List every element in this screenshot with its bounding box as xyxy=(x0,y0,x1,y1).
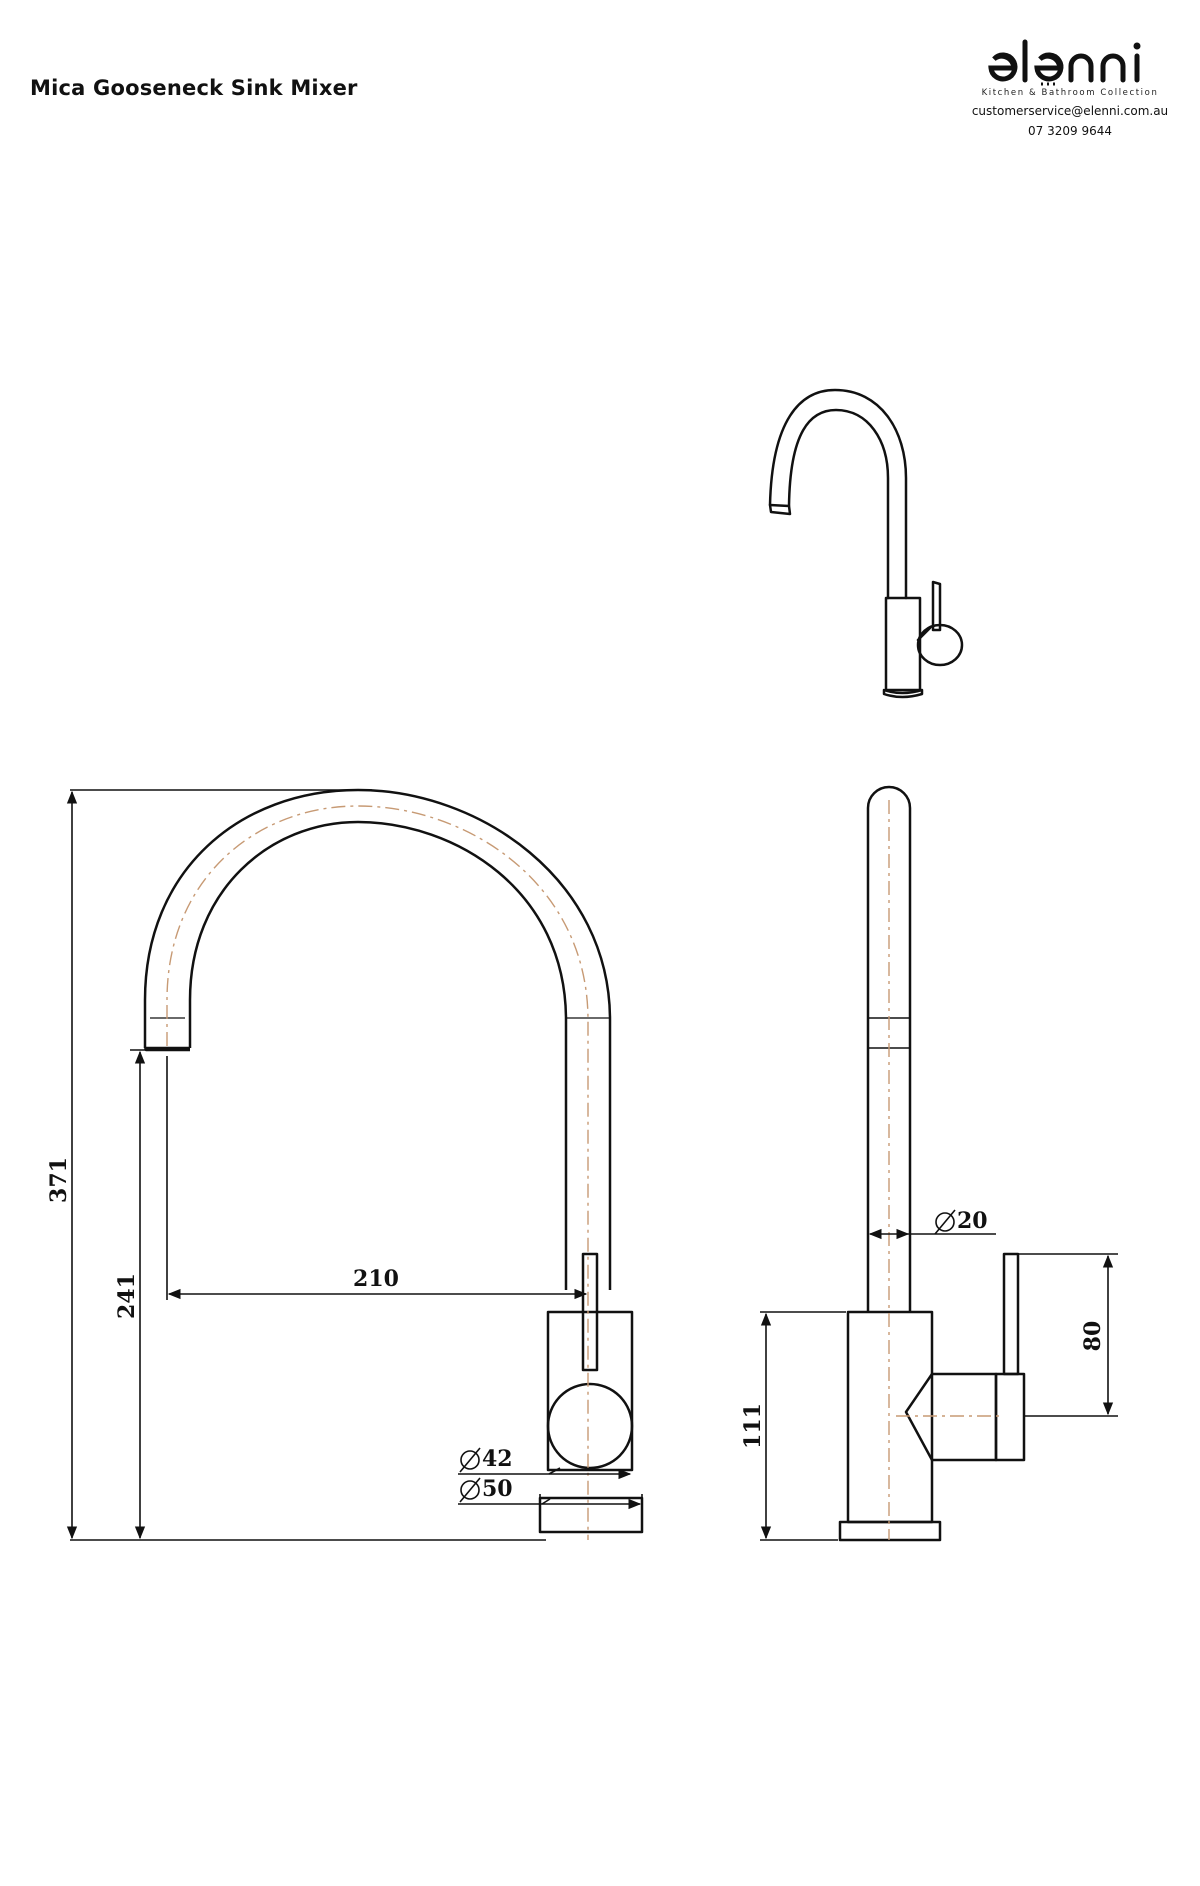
perspective-view xyxy=(768,388,964,699)
diameter-42-symbol xyxy=(460,1450,480,1470)
contact-email: customerservice@elenni.com.au xyxy=(971,104,1169,118)
brand-tagline: Kitchen & Bathroom Collection xyxy=(981,88,1159,98)
dim-overall-height: 371 xyxy=(46,1157,72,1203)
dimension-lines xyxy=(66,789,1118,1541)
diameter-20-symbol xyxy=(935,1212,955,1232)
side-centerlines xyxy=(888,800,1000,1540)
elenni-logo xyxy=(988,39,1141,86)
contact-phone: 07 3209 9644 xyxy=(1028,124,1112,138)
dim-body-diameter: 42 xyxy=(482,1446,513,1472)
dim-base-diameter: 50 xyxy=(482,1476,513,1502)
diameter-50-symbol xyxy=(460,1480,480,1500)
dim-lever-height: 80 xyxy=(1080,1321,1106,1352)
brand-block: Kitchen & Bathroom Collection customerse… xyxy=(960,38,1180,138)
dim-spout-height: 241 xyxy=(114,1273,140,1319)
dim-body-height: 111 xyxy=(740,1403,766,1449)
dim-spout-reach: 210 xyxy=(353,1266,399,1292)
dim-spout-diameter: 20 xyxy=(957,1208,988,1234)
document-title: Mica Gooseneck Sink Mixer xyxy=(30,76,358,100)
side-view xyxy=(838,785,1026,1542)
front-centerlines xyxy=(166,805,589,1540)
front-view xyxy=(143,788,644,1534)
diameter-symbols xyxy=(459,1209,956,1503)
